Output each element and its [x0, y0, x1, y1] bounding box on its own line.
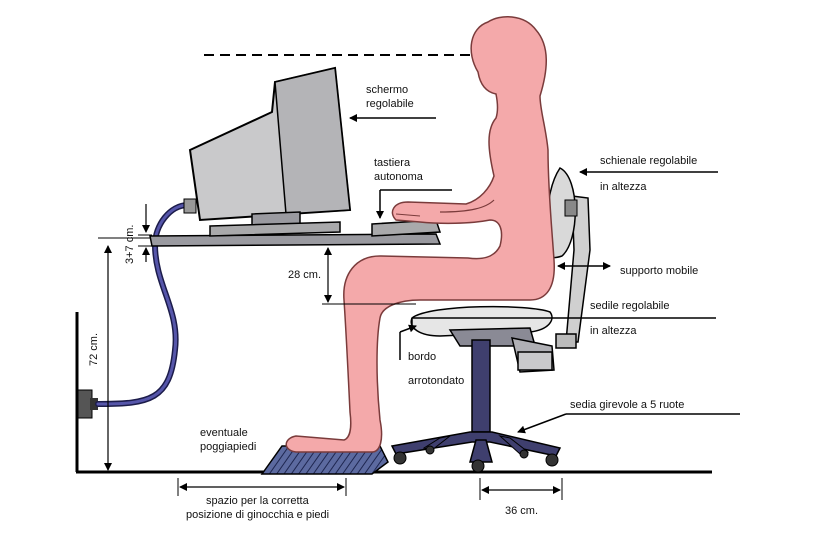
measure-desk-thickness: 3+7 cm.	[124, 224, 136, 264]
label-schermo-line1: schermo	[366, 84, 409, 96]
label-bordo-line2: arrotondato	[408, 375, 465, 387]
label-tastiera-line1: tastiera	[374, 157, 411, 169]
desk-top	[149, 233, 442, 247]
label-sedia: sedia girevole a 5 ruote	[570, 399, 685, 411]
wall-socket	[77, 389, 93, 419]
label-poggiapiedi-line1: eventuale	[200, 427, 248, 439]
office-chair	[390, 167, 591, 473]
label-bordo-line1: bordo	[408, 351, 437, 363]
measure-chair-base: 36 cm.	[505, 505, 539, 517]
footrest	[260, 445, 389, 475]
label-schienale-line1: schienale regolabile	[600, 155, 698, 167]
label-schermo-line2: regolabile	[366, 98, 414, 110]
label-schienale-line2: in altezza	[600, 181, 647, 193]
label-spazio-line2: posizione di ginocchia e piedi	[186, 509, 330, 521]
label-supporto: supporto mobile	[620, 265, 699, 277]
measure-thigh-clearance: 28 cm.	[288, 269, 322, 281]
monitor	[188, 66, 352, 237]
measure-desk-height: 72 cm.	[88, 332, 100, 366]
label-sedile-line2: in altezza	[590, 325, 637, 337]
label-spazio-line1: spazio per la corretta	[206, 495, 309, 507]
label-poggiapiedi-line2: poggiapiedi	[200, 441, 257, 453]
seated-person	[285, 16, 555, 453]
label-tastiera-line2: autonoma	[374, 171, 423, 183]
label-sedile-line1: sedile regolabile	[590, 300, 670, 312]
